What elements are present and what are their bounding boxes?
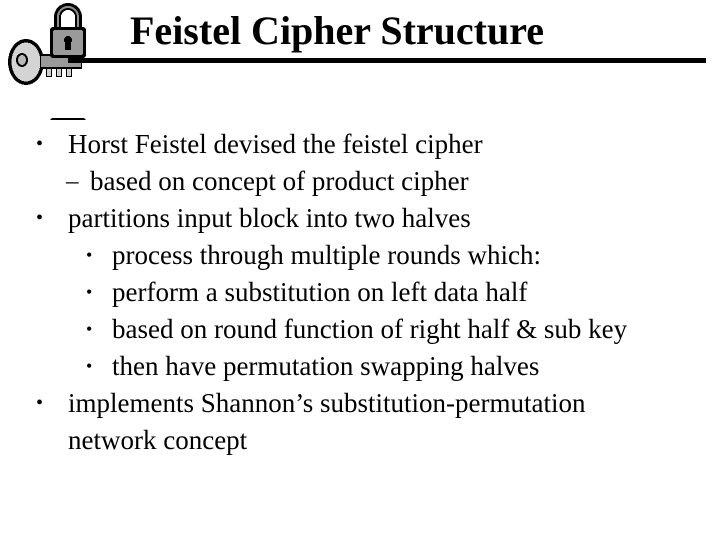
key-icon <box>8 39 82 85</box>
list-item: • perform a substitution on left data ha… <box>0 274 720 311</box>
title-decoration-graphic <box>0 0 110 120</box>
bullet-marker: • <box>36 207 44 229</box>
slide-header: Feistel Cipher Structure <box>0 0 720 120</box>
bullet-marker: • <box>86 356 93 376</box>
bullet-marker: • <box>36 392 44 414</box>
bullet-marker: • <box>86 245 93 265</box>
list-item: • partitions input block into two halves <box>0 200 720 237</box>
bullet-text: based on round function of right half & … <box>112 314 628 344</box>
padlock-icon <box>50 3 86 58</box>
bullet-marker: – <box>66 168 79 195</box>
bullet-text: then have permutation swapping halves <box>112 351 540 381</box>
list-item: • implements Shannon’s substitution-perm… <box>0 385 720 422</box>
bullet-text: based on concept of product cipher <box>90 166 469 196</box>
bullet-marker: • <box>86 319 93 339</box>
list-item: • then have permutation swapping halves <box>0 348 720 385</box>
bullet-text: partitions input block into two halves <box>68 203 471 233</box>
bullet-marker: • <box>36 133 44 155</box>
bullet-text: implements Shannon’s substitution-permut… <box>68 388 586 418</box>
padlock-inverted-icon <box>50 118 86 120</box>
list-item: • Horst Feistel devised the feistel ciph… <box>0 126 720 163</box>
list-item: – based on concept of product cipher <box>0 163 720 200</box>
page-title: Feistel Cipher Structure <box>130 8 545 53</box>
bullet-text: network concept <box>68 425 248 455</box>
list-item-continuation: network concept <box>0 422 720 459</box>
bullet-text: Horst Feistel devised the feistel cipher <box>68 129 483 159</box>
list-item: • process through multiple rounds which: <box>0 237 720 274</box>
bullet-marker: • <box>86 282 93 302</box>
bullet-text: process through multiple rounds which: <box>112 240 541 270</box>
title-divider <box>68 58 706 63</box>
list-item: • based on round function of right half … <box>0 311 720 348</box>
bullet-text: perform a substitution on left data half <box>112 277 528 307</box>
bullet-list: • Horst Feistel devised the feistel ciph… <box>0 126 720 459</box>
